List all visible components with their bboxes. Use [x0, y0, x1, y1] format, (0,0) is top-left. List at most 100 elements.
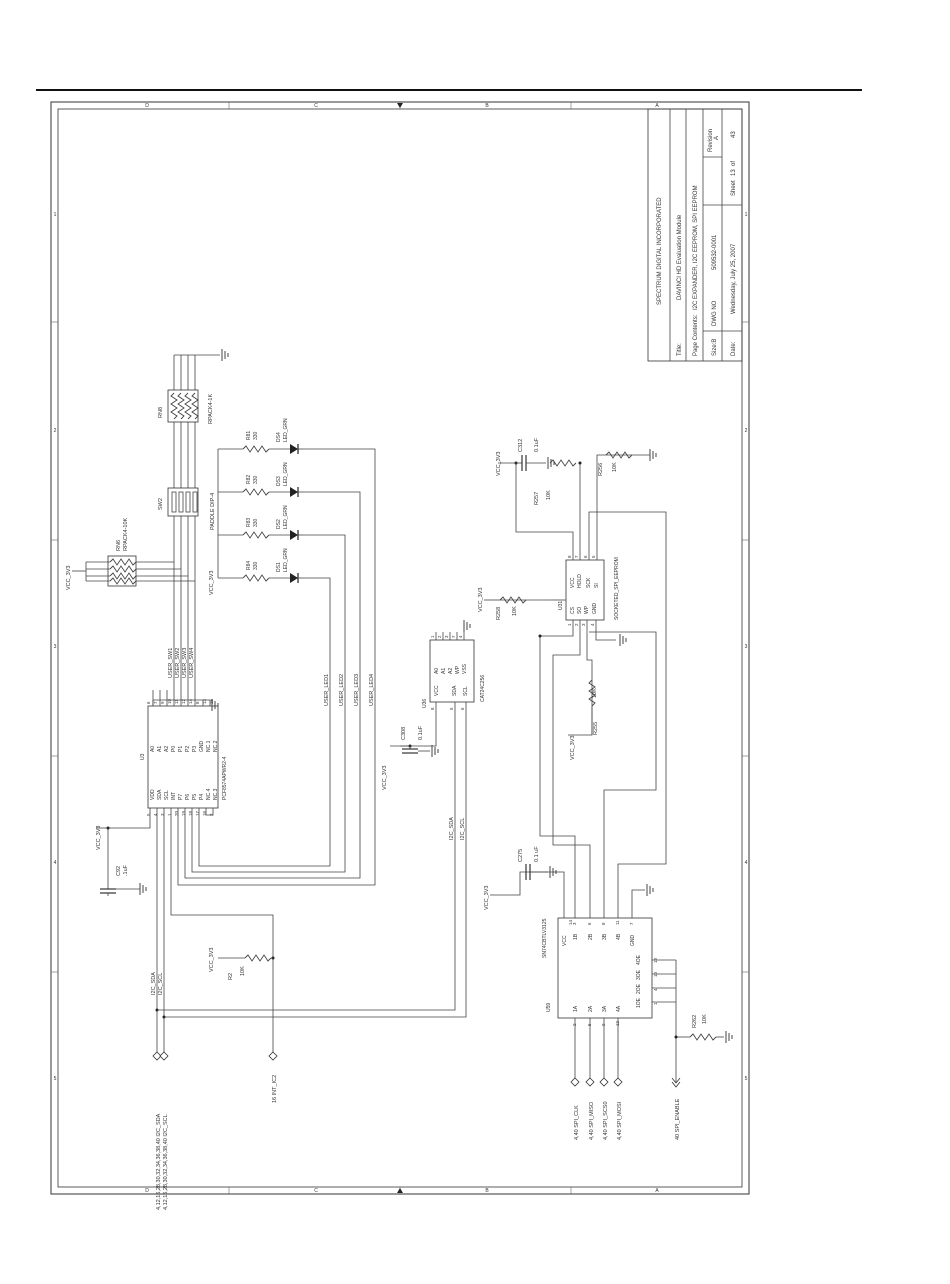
u3-pin: P1	[178, 746, 184, 752]
offpage-int-ic2: 16 INT_IC2	[272, 1075, 278, 1103]
led-resistor-ref: R82	[246, 475, 252, 484]
u31-pin-num: 4	[590, 623, 595, 626]
r258-value: 10K	[512, 606, 518, 616]
u59-pin: 4A	[616, 1005, 622, 1012]
zone-number-right: 2	[745, 428, 748, 434]
revision-label: Revision	[708, 129, 714, 152]
u3-expander: U3 PCF8574APWR2-4 VDD SDA SCL INT P7 P6 …	[140, 698, 228, 816]
led-type: LED_GRN	[283, 505, 289, 529]
r256-value: 10K	[612, 462, 618, 472]
c275-ref: C275	[518, 849, 524, 862]
u31-pin-num: 1	[567, 623, 572, 626]
u3-part: PCF8574APWR2-4	[222, 756, 228, 800]
r257-ref: R257	[534, 492, 540, 505]
u36-pin: WP	[455, 665, 461, 674]
sheet-of: of	[731, 161, 737, 166]
u3-pin-num: 16	[202, 810, 207, 816]
rn6-value: RPACK4-10K	[123, 517, 129, 551]
u36-pin-num: 4	[458, 635, 463, 638]
rn8-value: RPACK4-1K	[208, 394, 214, 424]
sheet-value: 13	[731, 169, 737, 176]
u59-pin: 4B	[616, 933, 622, 940]
u59-pin: 1A	[573, 1005, 579, 1012]
u3-pin-num: 17	[195, 810, 200, 816]
u3-pin-num: 19	[181, 810, 186, 816]
u3-pin-num: 1	[167, 813, 172, 816]
led-ref: DS2	[276, 519, 282, 529]
u36-pin-num: 8	[430, 707, 435, 710]
u31-pin: CS	[570, 606, 576, 614]
c308-capacitor: C308 0.1uF	[401, 725, 430, 754]
c308-ref: C308	[401, 727, 407, 740]
u36-pin: SDA	[452, 685, 458, 696]
r256-ref: R256	[598, 463, 604, 476]
offpage-spi-enable: 40 SPI_ENABLE	[675, 1098, 681, 1140]
rn8-ref: RN8	[158, 407, 164, 418]
r2-resistor: R2 10K	[218, 954, 273, 980]
u59-pin-num: 4	[653, 988, 658, 991]
u3-pin: P6	[185, 794, 191, 800]
net-i2c-scl: I2C_SCL	[460, 818, 466, 840]
u59-pin-num: 5	[587, 1023, 592, 1026]
vcc-label-r258: VCC_3V3	[478, 588, 484, 612]
zone-number-left: 1	[54, 212, 57, 218]
u36-part: CAT24C256	[480, 675, 486, 702]
zone-letter-bottom: B	[485, 1188, 489, 1194]
r258-resistor: R258 10K	[484, 596, 550, 620]
u3-pin: NC.2	[213, 740, 219, 752]
u31-pin: VCC	[570, 577, 576, 588]
r2-ref: R2	[228, 973, 234, 980]
c92-value: .1uF	[123, 864, 129, 876]
u3-pin-num: 7	[153, 701, 158, 704]
vcc-label-u31: VCC_3V3	[496, 452, 502, 476]
u3-pin-num: 13	[202, 698, 207, 704]
u31-pin: HOLD	[577, 574, 583, 588]
led-type: LED_GRN	[283, 418, 289, 442]
u36-pin: A2	[448, 668, 454, 674]
u59-pin-num: 1	[653, 1002, 658, 1005]
r255-value: 10K	[592, 688, 598, 698]
u59-oe-pin: 1OE	[636, 997, 642, 1008]
zone-number-right: 4	[745, 860, 748, 866]
offpage-connectors-spi	[570, 1077, 681, 1088]
u59-pin-num: 2	[572, 1023, 577, 1026]
r256-resistor: R256 10K	[598, 451, 633, 476]
net-i2c-sda-left: I2C_SDA	[151, 972, 157, 995]
offpage-spi-mosi: 4,40 SPI_MOSI	[617, 1101, 623, 1140]
r262-value: 10K	[702, 1014, 708, 1024]
zone-number-right: 3	[745, 644, 748, 650]
u31-pin: SO	[577, 607, 583, 614]
rn6-resistor-pack: RN6 RPACK4-10K	[72, 517, 195, 587]
u59-pin: 3B	[602, 933, 608, 940]
revision-value: A	[714, 136, 720, 140]
led-type: LED_GRN	[283, 462, 289, 486]
u36-pin: A0	[434, 668, 440, 674]
contents-value: I2C EXPANDER, I2C EEPROM, SPI EEPROM	[693, 185, 699, 310]
u3-pin-num: 8	[195, 701, 200, 704]
u36-pin-num: 7	[451, 635, 456, 638]
u31-pin-num: 6	[583, 555, 588, 558]
zone-number-left: 4	[54, 860, 57, 866]
zone-letter-bottom: D	[145, 1188, 149, 1194]
zone-number-right: 1	[745, 212, 748, 218]
u36-ref: U36	[422, 699, 428, 708]
r257-value: 10K	[546, 490, 552, 500]
net-user-sw3: USER_SW3	[182, 648, 188, 678]
net-user-sw2: USER_SW2	[175, 648, 181, 678]
u3-pin-num: 18	[188, 810, 193, 816]
net-user-led1: USER_LED1	[324, 674, 330, 706]
c275-value: 0.1 uF	[534, 846, 540, 862]
u59-pin: 1B	[573, 933, 579, 940]
u59-pin: 2A	[588, 1005, 594, 1012]
zone-letter-bottom: C	[314, 1188, 318, 1194]
u31-part: SOCKETED_SPI_EEPROM	[614, 557, 620, 620]
sw2-value: PADDLE DIP-4	[210, 493, 216, 530]
u3-pin-num: 12	[181, 698, 186, 704]
u59-oe-pin: 2OE	[636, 983, 642, 994]
u36-pin-num: 6	[460, 707, 465, 710]
zone-number-right: 5	[745, 1076, 748, 1082]
u31-pin-num: 8	[567, 555, 572, 558]
drawing-frame	[50, 101, 750, 1195]
u3-pin: P3	[192, 746, 198, 752]
u59-pin-num: 14	[568, 919, 573, 925]
